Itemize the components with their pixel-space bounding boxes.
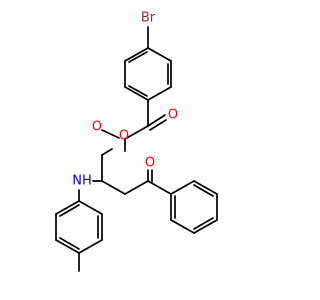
ester-carbonyl-oxygen-label: O: [92, 120, 102, 135]
amine-label: NH: [72, 174, 92, 189]
bond: [128, 51, 148, 63]
bond: [101, 148, 113, 156]
bond: [124, 125, 149, 140]
ketone-oxygen-bottom-label: O: [145, 156, 155, 171]
ketone-oxygen-top-label: O: [168, 108, 178, 123]
bond: [124, 86, 149, 101]
bond: [193, 219, 218, 234]
bond: [193, 180, 218, 195]
bond: [59, 204, 80, 217]
ester-oxygen-label: O: [119, 129, 129, 144]
bond: [193, 184, 214, 197]
bonds: [55, 26, 218, 272]
bond: [55, 239, 80, 254]
bond: [55, 200, 80, 215]
bond: [59, 237, 80, 250]
bond: [170, 180, 195, 195]
bond: [193, 217, 214, 230]
bond: [149, 119, 167, 131]
bond: [170, 219, 195, 234]
bond: [101, 180, 126, 195]
bond: [147, 47, 172, 62]
bond: [124, 47, 149, 62]
bond: [101, 129, 120, 139]
bond: [128, 85, 148, 97]
bond: [78, 200, 103, 215]
bond: [124, 180, 149, 195]
bond: [147, 114, 166, 127]
bond: [147, 86, 172, 101]
molecule-structure: Br O O O O NH: [55, 11, 218, 272]
bromine-label: Br: [141, 11, 156, 26]
bond: [78, 239, 103, 254]
bond: [147, 180, 172, 195]
